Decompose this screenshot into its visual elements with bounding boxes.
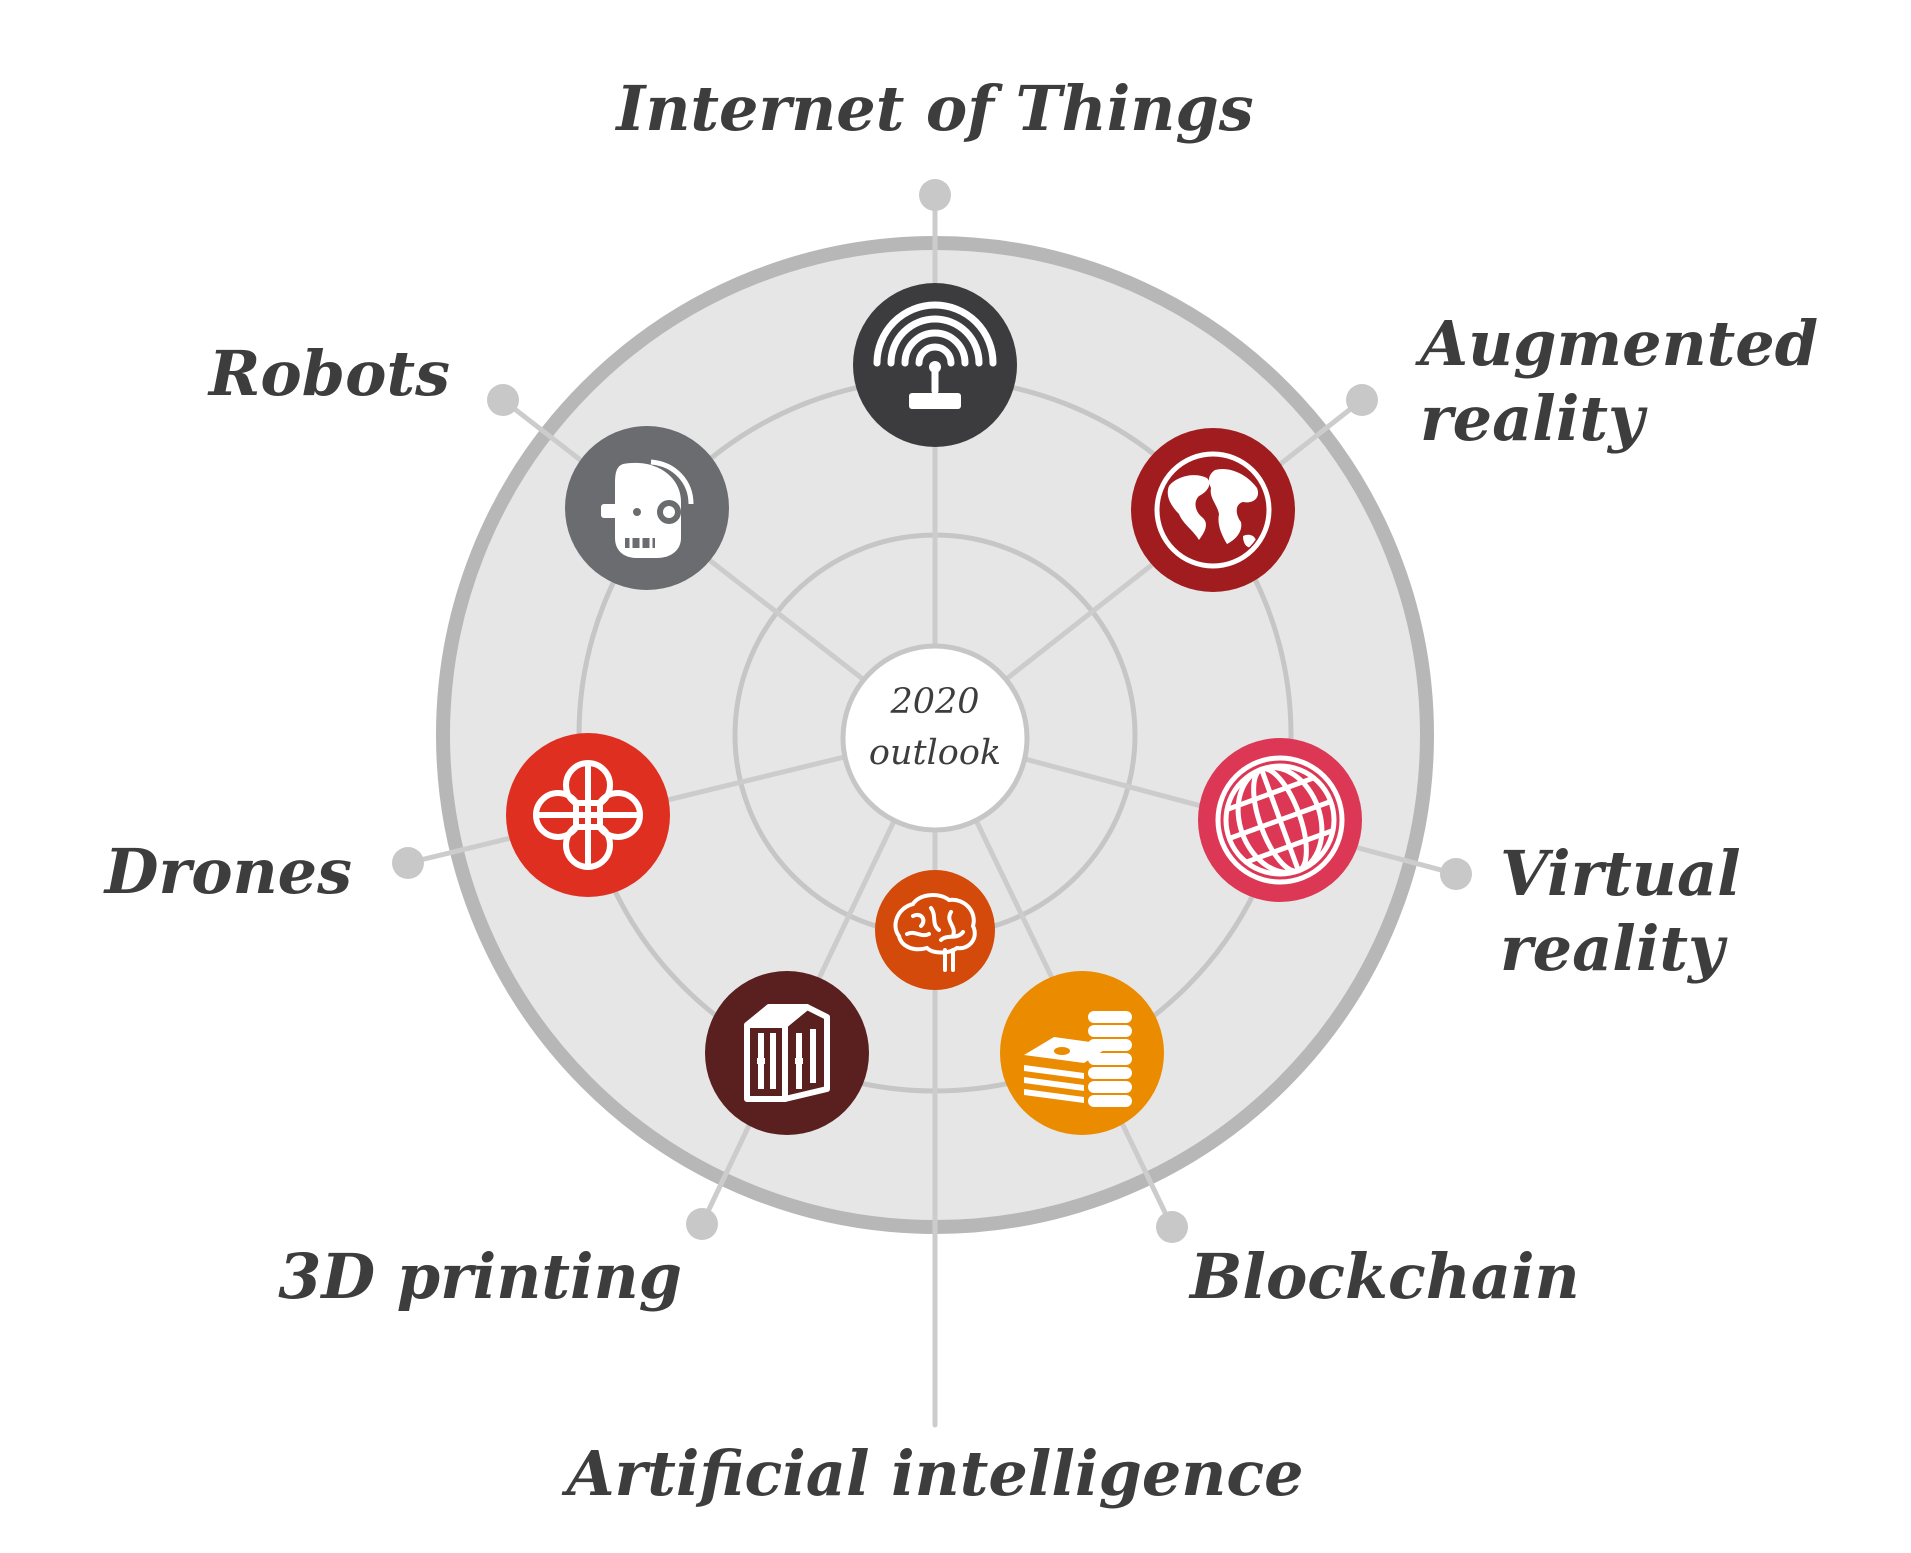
node-printing [705, 971, 869, 1135]
dot-printing [686, 1208, 718, 1240]
printed-cube-icon [744, 1004, 830, 1102]
globe-icon [1154, 451, 1272, 569]
center-circle [840, 643, 1030, 833]
robot-head-icon [601, 459, 694, 558]
center-line-1: 2020 [889, 682, 979, 722]
node-ar [1131, 428, 1295, 592]
terminal-dots [392, 179, 1472, 1243]
center-hub: 2020 outlook [840, 643, 1030, 833]
label-robots: Robots [207, 337, 450, 410]
node-iot [853, 283, 1017, 447]
node-ai [875, 870, 995, 990]
label-ai: Artificial intelligence [561, 1437, 1303, 1510]
node-drones [506, 733, 670, 897]
node-vr [1198, 738, 1362, 902]
dot-iot [919, 179, 951, 211]
drone-icon [533, 760, 643, 870]
labels: Internet of Things Augmented reality Vir… [103, 72, 1818, 1510]
label-printing: 3D printing [278, 1240, 682, 1313]
node-blockchain [1000, 971, 1164, 1135]
node-ai-circle [875, 870, 995, 990]
label-drones: Drones [103, 835, 352, 908]
coins-stack-icon [1024, 1011, 1132, 1107]
label-vr-line-1: Virtual [1500, 837, 1741, 910]
dot-vr [1440, 858, 1472, 890]
node-robots [565, 426, 729, 590]
dot-ar [1346, 384, 1378, 416]
antenna-icon [873, 301, 997, 409]
dot-robots [487, 384, 519, 416]
label-iot: Internet of Things [614, 72, 1253, 145]
dot-blockchain [1156, 1211, 1188, 1243]
label-vr-line-2: reality [1500, 912, 1728, 985]
label-ar-line-2: reality [1420, 382, 1648, 455]
brain-icon [893, 893, 977, 972]
center-line-2: outlook [869, 733, 1001, 773]
label-blockchain: Blockchain [1188, 1240, 1580, 1313]
label-ar-line-1: Augmented [1415, 307, 1818, 380]
dot-drones [392, 847, 424, 879]
wireframe-globe-icon [1215, 755, 1345, 885]
